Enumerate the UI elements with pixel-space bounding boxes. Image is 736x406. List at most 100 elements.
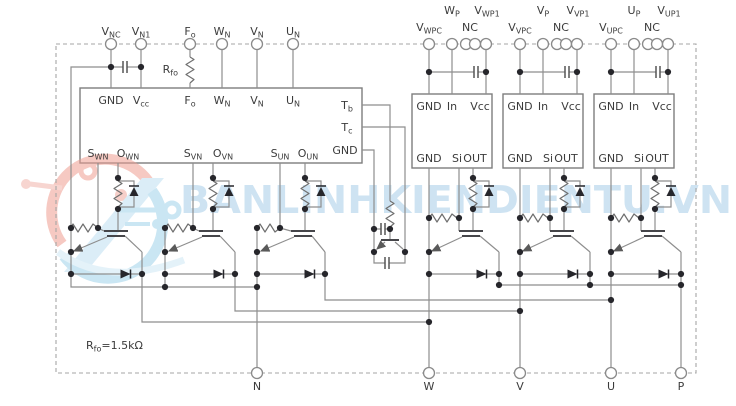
drv-u-gnd2: GND xyxy=(598,152,623,165)
pin-label-vn1: VN1 xyxy=(132,25,151,40)
thermistor-capacitor-1 xyxy=(380,222,386,236)
vcc-capacitor-low xyxy=(122,60,128,74)
drv-w-gnd2: GND xyxy=(416,152,441,165)
drv-w-in: In xyxy=(447,100,457,113)
igbt-low-v xyxy=(198,230,224,237)
box-pin-gnd-right: GND xyxy=(332,144,357,157)
drv-u-gnd: GND xyxy=(598,100,623,113)
box-pin-wn: WN xyxy=(214,94,231,109)
pin-wn xyxy=(215,37,229,51)
pin-v xyxy=(513,366,527,380)
high-side-driver-box-u xyxy=(593,93,675,169)
watermark: BANLINHKIENDIENTU.VN xyxy=(21,153,733,284)
fwd-diode-high-v xyxy=(566,268,579,280)
box-pin-fo: Fo xyxy=(184,94,195,109)
pin-wp xyxy=(445,37,459,51)
pin-un xyxy=(286,37,300,51)
box-pin-un: UN xyxy=(286,94,300,109)
pin-label-vupc: VUPC xyxy=(599,21,623,36)
pin-label-fo: Fo xyxy=(184,25,195,40)
drv-v-gnd: GND xyxy=(507,100,532,113)
drv-u-out: OUT xyxy=(645,152,669,165)
box-pin-swn: SWN xyxy=(88,147,109,162)
box-pin-sun: SUN xyxy=(271,147,290,162)
igbt-high-u xyxy=(640,230,666,237)
pin-u xyxy=(604,366,618,380)
pin-nc-u2 xyxy=(650,37,664,51)
pin-w xyxy=(422,366,436,380)
box-pin-ovn: OVN xyxy=(213,147,233,162)
box-pin-tb: Tb xyxy=(340,99,353,114)
pin-label-nc-v: NC xyxy=(553,21,569,34)
fwd-diode-high-u xyxy=(657,268,670,280)
pin-label-n: N xyxy=(253,380,261,393)
module-dashed-outline xyxy=(55,43,697,374)
drv-u-vcc: Vcc xyxy=(652,100,672,113)
pin-label-vvpc: VVPC xyxy=(508,21,532,36)
drv-w-gnd: GND xyxy=(416,100,441,113)
pin-label-u: U xyxy=(607,380,615,393)
vcc-capacitor-w xyxy=(473,65,479,79)
fwd-diode-low-u xyxy=(303,268,316,280)
vcc-capacitor-v xyxy=(564,65,570,79)
pin-label-vwpc: VWPC xyxy=(416,21,442,36)
pin-label-v: V xyxy=(516,380,524,393)
pin-vvpc xyxy=(513,37,527,51)
wiring xyxy=(55,43,697,374)
pin-vn1 xyxy=(134,37,148,51)
pin-vupc xyxy=(604,37,618,51)
pin-label-vp: VP xyxy=(537,4,550,19)
pin-label-vwp1: VWP1 xyxy=(474,4,499,19)
pin-label-vn: VN xyxy=(250,25,264,40)
pin-vup1 xyxy=(661,37,675,51)
rfo-resistor xyxy=(185,56,195,84)
pin-label-wp: WP xyxy=(444,4,460,19)
box-pin-vn: VN xyxy=(250,94,264,109)
drv-w-vcc: Vcc xyxy=(470,100,490,113)
pin-vwpc xyxy=(422,37,436,51)
box-pin-gnd: GND xyxy=(98,94,123,107)
drv-u-in: In xyxy=(629,100,639,113)
pin-label-wn: WN xyxy=(214,25,231,40)
pin-label-vvp1: VVP1 xyxy=(567,4,590,19)
pin-vvp1 xyxy=(570,37,584,51)
pin-p xyxy=(674,366,688,380)
pin-nc-v2 xyxy=(559,37,573,51)
box-pin-tc: Tc xyxy=(340,121,352,136)
box-pin-own: OWN xyxy=(117,147,140,162)
drv-v-in: In xyxy=(538,100,548,113)
pin-vnc xyxy=(104,37,118,51)
pin-vp xyxy=(536,37,550,51)
drv-w-si: Si xyxy=(452,152,462,165)
pin-label-vnc: VNC xyxy=(101,25,121,40)
box-pin-svn: SVN xyxy=(184,147,202,162)
watermark-text: BANLINHKIENDIENTU.VN xyxy=(180,178,732,222)
box-pin-vcc: Vcc xyxy=(133,94,149,109)
pin-label-nc-w: NC xyxy=(462,21,478,34)
pin-label-w: W xyxy=(424,380,435,393)
drv-v-out: OUT xyxy=(554,152,578,165)
pin-fo xyxy=(183,37,197,51)
labels: VNC VN1 Fo WN VN UN Rfo GND Vcc Fo WN VN… xyxy=(86,4,685,393)
fwd-diode-low-v xyxy=(212,268,225,280)
vcc-capacitor-u xyxy=(655,65,661,79)
drv-u-si: Si xyxy=(634,152,644,165)
rfo-resistor-label: Rfo xyxy=(163,63,178,78)
rfo-value-note: Rfo=1.5kΩ xyxy=(86,339,143,354)
pin-up xyxy=(627,37,641,51)
drv-v-vcc: Vcc xyxy=(561,100,581,113)
drv-v-gnd2: GND xyxy=(507,152,532,165)
pin-vwp1 xyxy=(479,37,493,51)
pin-vn xyxy=(250,37,264,51)
pin-nc-w2 xyxy=(468,37,482,51)
high-side-driver-box-w xyxy=(411,93,493,169)
watermark-logo-icon xyxy=(21,153,186,284)
igbt-high-v xyxy=(549,230,575,237)
pin-n xyxy=(250,366,264,380)
low-side-driver-box xyxy=(79,87,363,164)
pin-label-nc-u: NC xyxy=(644,21,660,34)
igbt-high-w xyxy=(458,230,484,237)
fwd-diode-high-w xyxy=(475,268,488,280)
